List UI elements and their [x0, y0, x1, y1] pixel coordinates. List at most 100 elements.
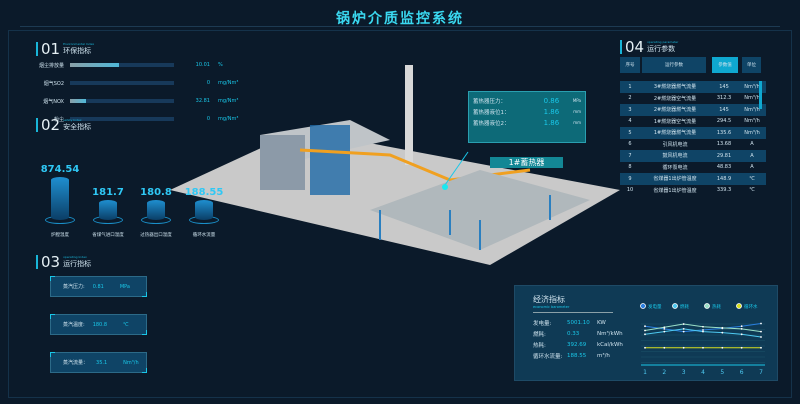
heater-label-text: 蓄热器液位2：	[473, 120, 510, 127]
economic-value: 0.33	[567, 330, 580, 337]
cell-param: 1#燃烧器空气流量	[653, 118, 697, 125]
data-point	[760, 346, 762, 349]
data-point	[721, 346, 724, 349]
cell-index: 10	[626, 187, 634, 194]
env-value: 0	[206, 116, 210, 122]
legend-marker	[640, 303, 646, 309]
env-value: 32.81	[195, 98, 210, 104]
data-point	[663, 328, 666, 330]
ops-value: 35.1	[96, 359, 108, 366]
env-label: 烟尘排放量	[38, 62, 64, 69]
cell-value: 48.83	[716, 164, 732, 171]
gauge-label: 省煤气进口温度	[92, 233, 124, 238]
ops-value: 0.81	[92, 283, 104, 290]
economic-unit: m³/h	[597, 352, 610, 359]
cell-value: 148.9	[710, 173, 738, 185]
cell-param: 省煤器1出炉管温度	[640, 173, 710, 185]
data-point	[702, 329, 704, 331]
data-point	[663, 346, 666, 349]
data-point	[682, 328, 685, 330]
ops-card: 蒸汽温度:180.8℃	[50, 314, 147, 335]
cell-unit: A	[750, 164, 754, 171]
cell-param: 2#燃烧器空气流量	[653, 95, 697, 102]
env-progress-fill	[70, 63, 119, 67]
cell-param: 1#燃烧器燃气流量	[640, 127, 710, 139]
env-unit: mg/Nm³	[218, 98, 239, 104]
data-point	[721, 326, 724, 329]
legend-label: 循环水	[744, 303, 758, 310]
env-progress-bar	[70, 63, 174, 67]
cell-value: 29.81	[710, 150, 738, 162]
data-point	[682, 346, 685, 349]
ops-label: 蒸汽温度:	[63, 322, 85, 328]
col-header-index[interactable]: 序号	[620, 57, 640, 73]
economic-subtitle: economic barometer	[533, 305, 570, 309]
data-point	[740, 333, 743, 336]
cell-unit: Nm³/h	[744, 95, 760, 102]
data-point	[702, 325, 704, 328]
col-header-value[interactable]: 参数值	[712, 57, 738, 73]
heater-value: 1.86	[543, 118, 560, 127]
col-header-param[interactable]: 运行参数	[642, 57, 706, 73]
legend-label: 热耗	[712, 303, 721, 310]
gauge-value: 874.54	[40, 164, 80, 175]
x-tick-label: 4	[701, 369, 705, 376]
gauge-cylinder	[147, 199, 165, 220]
cell-unit: Nm³/h	[738, 127, 766, 139]
boiler-3d-scene[interactable]	[150, 60, 620, 270]
table-scrollbar[interactable]	[759, 81, 762, 109]
cell-index: 4	[628, 118, 632, 125]
economic-value: 392.69	[567, 341, 587, 348]
data-point	[644, 325, 646, 328]
boiler-body	[260, 135, 305, 190]
economic-unit: KW	[597, 319, 606, 326]
heater-unit: mm	[573, 109, 581, 114]
data-point	[644, 333, 646, 336]
cell-index: 7	[620, 150, 640, 162]
data-point	[721, 331, 724, 334]
heater-label[interactable]: 1#蓄热器	[490, 157, 563, 168]
economic-unit: kCal/kWh	[597, 341, 623, 348]
data-point	[740, 346, 743, 349]
legend-marker	[672, 303, 678, 309]
ops-unit: ℃	[123, 321, 129, 328]
economic-unit: Nm³/kWh	[597, 330, 623, 337]
x-tick-label: 3	[682, 369, 686, 376]
legend-label: 发电量	[648, 303, 662, 310]
env-progress-bar	[70, 99, 174, 103]
data-point	[682, 323, 685, 325]
col-header-unit[interactable]: 单位	[742, 57, 761, 73]
env-unit: mg/Nm³	[218, 116, 239, 122]
cell-index: 9	[620, 173, 640, 185]
gauge-value: 188.55	[184, 186, 224, 198]
data-point	[760, 330, 762, 333]
gauge-value: 180.8	[140, 186, 172, 198]
ops-label: 蒸汽流量：	[63, 360, 89, 366]
gauge-cylinder	[99, 199, 117, 220]
cell-index: 1	[620, 81, 640, 93]
